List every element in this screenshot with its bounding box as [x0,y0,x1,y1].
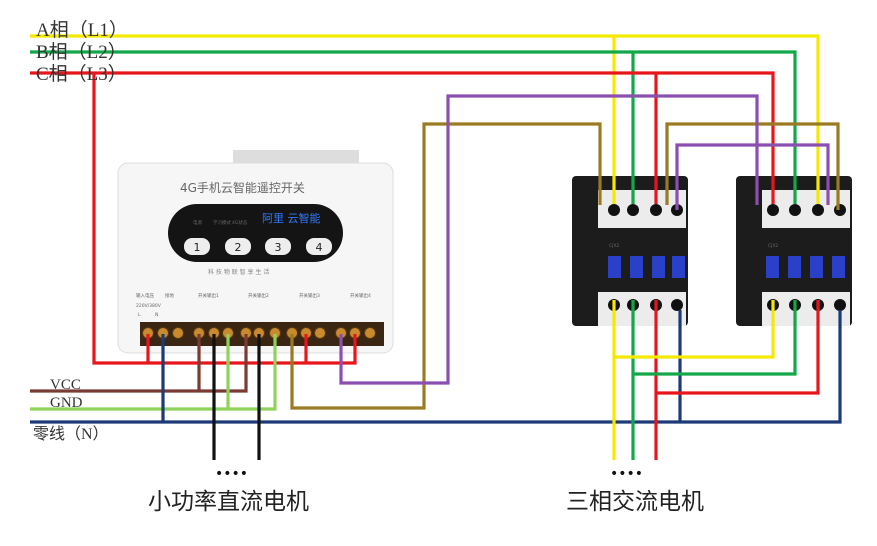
wire-gnd [30,334,277,411]
wires [30,34,842,460]
contactor-terminal [789,204,801,216]
wire-controller-live [92,73,357,365]
button-2[interactable]: 2 [225,238,251,255]
group-output-1: 开关输出1 [198,292,219,299]
terminal-screws [142,327,376,339]
terminal-screw [364,327,376,339]
label-gnd: GND [50,395,83,411]
label-phase-b: B相（L2） [36,41,127,63]
brand-label: 阿里 云智能 [262,211,321,225]
button-3-label: 3 [275,241,282,254]
terminal-l: L [138,312,141,318]
label-neutral: 零线（N） [33,425,109,443]
slogan: 科 技 物 联 智 享 生 活 [208,268,269,276]
input-voltage-value: 220V/380V [136,303,162,309]
group-output-4: 开关输出4 [350,292,371,299]
control-panel [168,204,343,262]
wire-control-interlock-2 [675,143,830,210]
contactor-terminal [767,204,779,216]
controller-device: 4G手机云智能遥控开关 阿里 云智能 电源 学习模式 4G状态 1 2 3 4 … [117,150,394,354]
contactor-2-model: CJX2 [768,243,779,249]
group-ground: 接地 [165,292,174,299]
contactor-terminal [650,204,662,216]
contactor-2: CJX2 [736,176,852,326]
contactor-1: CJX2 [572,176,688,326]
wire-reverse-u [614,300,775,359]
wire-control-interlock-1 [665,122,840,210]
contactor-terminal [671,299,683,311]
ac-motor-ellipsis: •••• [610,466,643,482]
indicator-4g: 4G状态 [232,219,248,226]
button-4[interactable]: 4 [306,238,332,255]
caption-ac-motor: 三相交流电机 [566,489,704,515]
contactor-terminal [834,299,846,311]
group-input-voltage: 输入电压 [136,292,154,299]
wire-reverse-v [633,300,797,376]
terminal-screw [172,327,184,339]
button-1-label: 1 [194,241,201,254]
group-output-3: 开关输出3 [299,292,320,299]
contactor-terminal [834,204,846,216]
indicator-learn: 学习模式 [213,219,231,226]
contactor-1-model: CJX2 [609,243,620,249]
controller-title: 4G手机云智能遥控开关 [180,180,305,195]
contactor-terminal [812,204,824,216]
wire-control-output-4 [339,94,759,385]
button-2-label: 2 [235,241,242,254]
button-4-label: 4 [316,241,323,254]
button-3[interactable]: 3 [265,238,291,255]
button-1[interactable]: 1 [184,238,210,255]
contactor-terminal [608,204,620,216]
wire-control-output-3 [290,122,602,410]
label-vcc: VCC [50,377,81,393]
wire-phase-a-bus [30,34,820,204]
wire-reverse-w [656,300,820,395]
caption-dc-motor: 小功率直流电机 [148,489,309,515]
group-output-2: 开关输出2 [248,292,269,299]
contactor-terminal [627,204,639,216]
label-phase-a: A相（L1） [36,19,128,41]
wire-vcc [30,334,248,393]
terminal-n: N [155,312,158,318]
wire-phase-b-bus [30,50,797,204]
wire-neutral [30,310,842,424]
indicator-power: 电源 [193,219,202,226]
label-phase-c: C相（L3） [36,63,127,85]
dc-motor-ellipsis: •••• [215,466,248,482]
controller-top-connector [233,150,359,166]
terminal-screw [314,327,326,339]
wire-phase-c-bus [30,71,775,204]
